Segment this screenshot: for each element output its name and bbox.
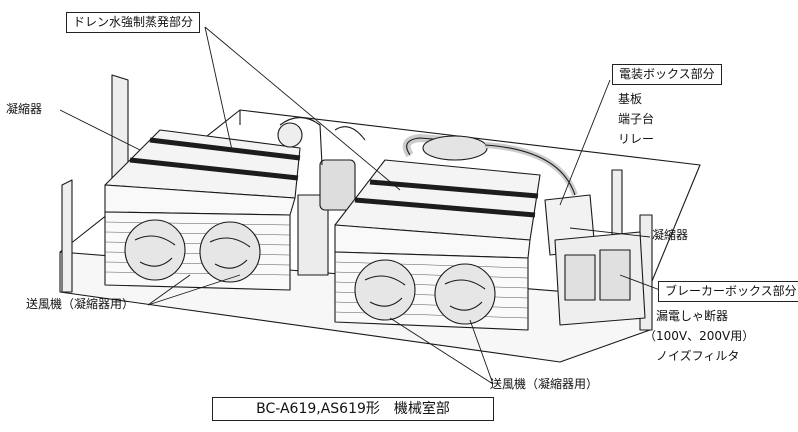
breaker-box-label: ブレーカーボックス部分 <box>658 281 798 302</box>
leak-breaker-label: 漏電しゃ断器 <box>656 309 729 323</box>
noise-filter-label: ノイズフィルタ <box>656 349 740 363</box>
electrical-box-label: 電装ボックス部分 <box>612 64 722 85</box>
condenser-left-label: 凝縮器 <box>6 102 43 116</box>
condenser-right-label: 凝縮器 <box>652 228 689 242</box>
board-label: 基板 <box>618 92 643 106</box>
leader-lines <box>59 26 661 385</box>
diagram-caption: BC-A619,AS619形 機械室部 <box>212 397 494 421</box>
voltage-label: （100V、200V用） <box>644 329 755 343</box>
left-post <box>61 179 73 293</box>
drain-evaporation-label: ドレン水強制蒸発部分 <box>66 12 201 33</box>
compressor <box>319 159 356 211</box>
fan-left-label: 送風機（凝縮器用） <box>26 297 135 311</box>
relay-label: リレー <box>618 132 655 146</box>
terminal-block-label: 端子台 <box>618 112 655 126</box>
fan-bottom-label: 送風機（凝縮器用） <box>490 377 599 391</box>
